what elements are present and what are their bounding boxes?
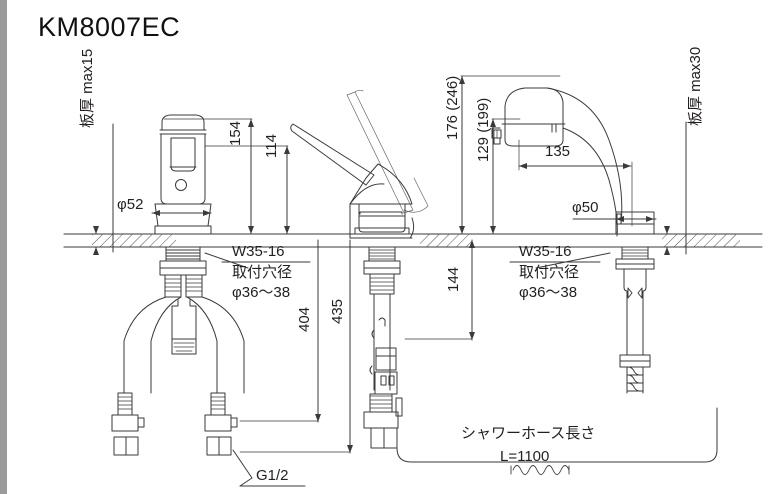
left-valve-assembly [111,114,245,456]
dim-plate-thickness-left [63,123,114,255]
dimension-labels: 板厚 max15 φ52 154 114 W35-16 取付穴径 φ36〜38 … [78,47,704,484]
label-plate-thickness-right: 板厚 max30 [686,47,704,126]
label-diameter-52: φ52 [117,196,143,213]
label-depth-144: 144 [445,267,462,292]
dim-154 [163,118,254,235]
counter-hatch-mid [420,234,472,247]
label-hole-left: 取付穴径 [232,264,292,281]
label-height-129-199: 129 (199) [475,98,492,162]
shower-spout-assembly [491,87,655,394]
label-hole-right: 取付穴径 [519,264,579,281]
left-gutter-bar [0,0,7,494]
leader-g12 [232,449,306,487]
counter-hatch-right [662,234,740,247]
label-hole-dia-left: φ36〜38 [232,284,290,301]
label-diameter-50: φ50 [572,199,598,216]
label-reach-135: 135 [545,143,570,160]
page-title: KM8007EC [38,12,181,42]
leader-thread-right [509,252,611,269]
label-height-114: 114 [263,134,280,158]
dim-114 [204,145,290,235]
dim-144 [404,239,475,341]
label-thread-left: W35-16 [232,243,285,260]
mixer-lever-assembly [290,89,718,475]
dim-404 [239,239,321,423]
dim-135 [518,139,633,227]
dim-176-246 [459,75,561,235]
dim-plate-thickness-right [664,121,687,255]
label-plate-thickness-left: 板厚 max15 [78,49,96,128]
dim-435 [239,239,353,454]
label-length-435: 435 [329,299,346,324]
label-thread-right: W35-16 [519,243,572,260]
label-hose-note-line2: L=1100 [500,448,549,465]
leader-thread-left [204,252,311,269]
label-hose-note-line1: シャワーホース長さ [461,425,595,442]
label-height-154: 154 [227,121,244,146]
label-supply-thread: G1/2 [256,467,289,484]
label-length-404: 404 [296,307,313,332]
label-height-176-246: 176 (246) [444,76,461,140]
dim-129-199 [490,118,521,235]
counter-hatch-left [92,234,176,247]
label-hole-dia-right: φ36〜38 [519,284,577,301]
